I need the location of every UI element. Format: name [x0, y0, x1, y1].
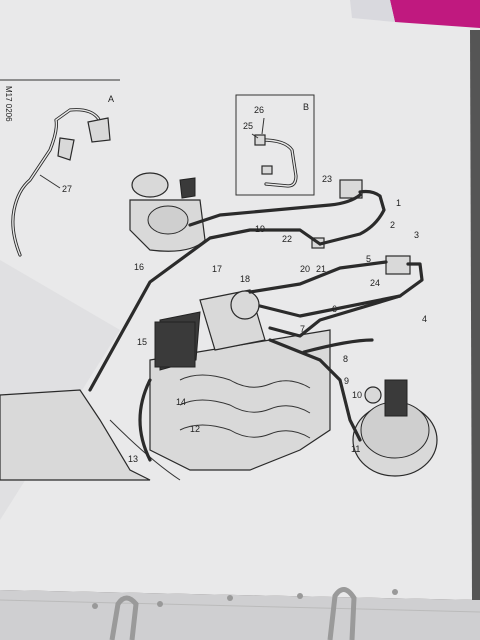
- callout-7: 7: [300, 324, 305, 334]
- callouts-main: 1 2 3 4 5 6 7 8 9 12 13 14 17 18 19 20 2…: [128, 174, 427, 464]
- callout-19: 19: [255, 224, 265, 234]
- callout-2: 2: [390, 220, 395, 230]
- binder-ring: [109, 595, 139, 640]
- detail-a: A M17 0206 27: [0, 79, 120, 257]
- callout-11: 11: [351, 444, 360, 454]
- callout-16: 16: [134, 262, 144, 272]
- index-tab: [390, 0, 480, 28]
- callout-25: 25: [243, 121, 253, 131]
- binder-hole: [157, 601, 163, 607]
- callout-24: 24: [370, 278, 380, 288]
- callout-18: 18: [240, 274, 250, 284]
- callout-21: 21: [316, 264, 326, 274]
- corner-code: M17 0206: [4, 86, 13, 122]
- callout-27: 27: [62, 184, 72, 194]
- index-tab-clear: [350, 0, 395, 22]
- callout-8: 8: [343, 354, 348, 364]
- vacuum-hoses: [88, 189, 424, 442]
- callout-6: 6: [332, 304, 337, 314]
- engine-block: [0, 389, 151, 481]
- page-edge: [0, 599, 480, 613]
- callout-14: 14: [176, 397, 186, 407]
- callout-12: 12: [190, 424, 200, 434]
- callout-1: 1: [396, 198, 401, 208]
- callout-10: 10: [352, 390, 362, 400]
- callout-15: 15: [137, 337, 147, 347]
- component-11: 11 10: [351, 379, 438, 477]
- detail-b: B 26 25: [235, 94, 315, 196]
- callout-17: 17: [212, 264, 222, 274]
- binder-hole: [297, 593, 303, 599]
- callout-22: 22: [282, 234, 292, 244]
- callout-13: 13: [128, 454, 138, 464]
- callout-3: 3: [414, 230, 419, 240]
- callout-20: 20: [300, 264, 310, 274]
- callout-26: 26: [254, 105, 264, 115]
- detail-b-label: B: [303, 102, 309, 112]
- callout-23: 23: [322, 174, 332, 184]
- binder-ring: [327, 587, 357, 640]
- detail-a-label: A: [108, 94, 114, 104]
- component-16: 16: [129, 172, 206, 272]
- right-edge: [470, 30, 480, 600]
- callout-9: 9: [344, 376, 349, 386]
- component-15: 15: [137, 321, 196, 462]
- binder-hole: [227, 595, 233, 601]
- binder-hole: [392, 589, 398, 595]
- callout-5: 5: [366, 254, 371, 264]
- binder-hole: [92, 603, 98, 609]
- detail-b-frame: [235, 94, 315, 196]
- callout-4: 4: [422, 314, 427, 324]
